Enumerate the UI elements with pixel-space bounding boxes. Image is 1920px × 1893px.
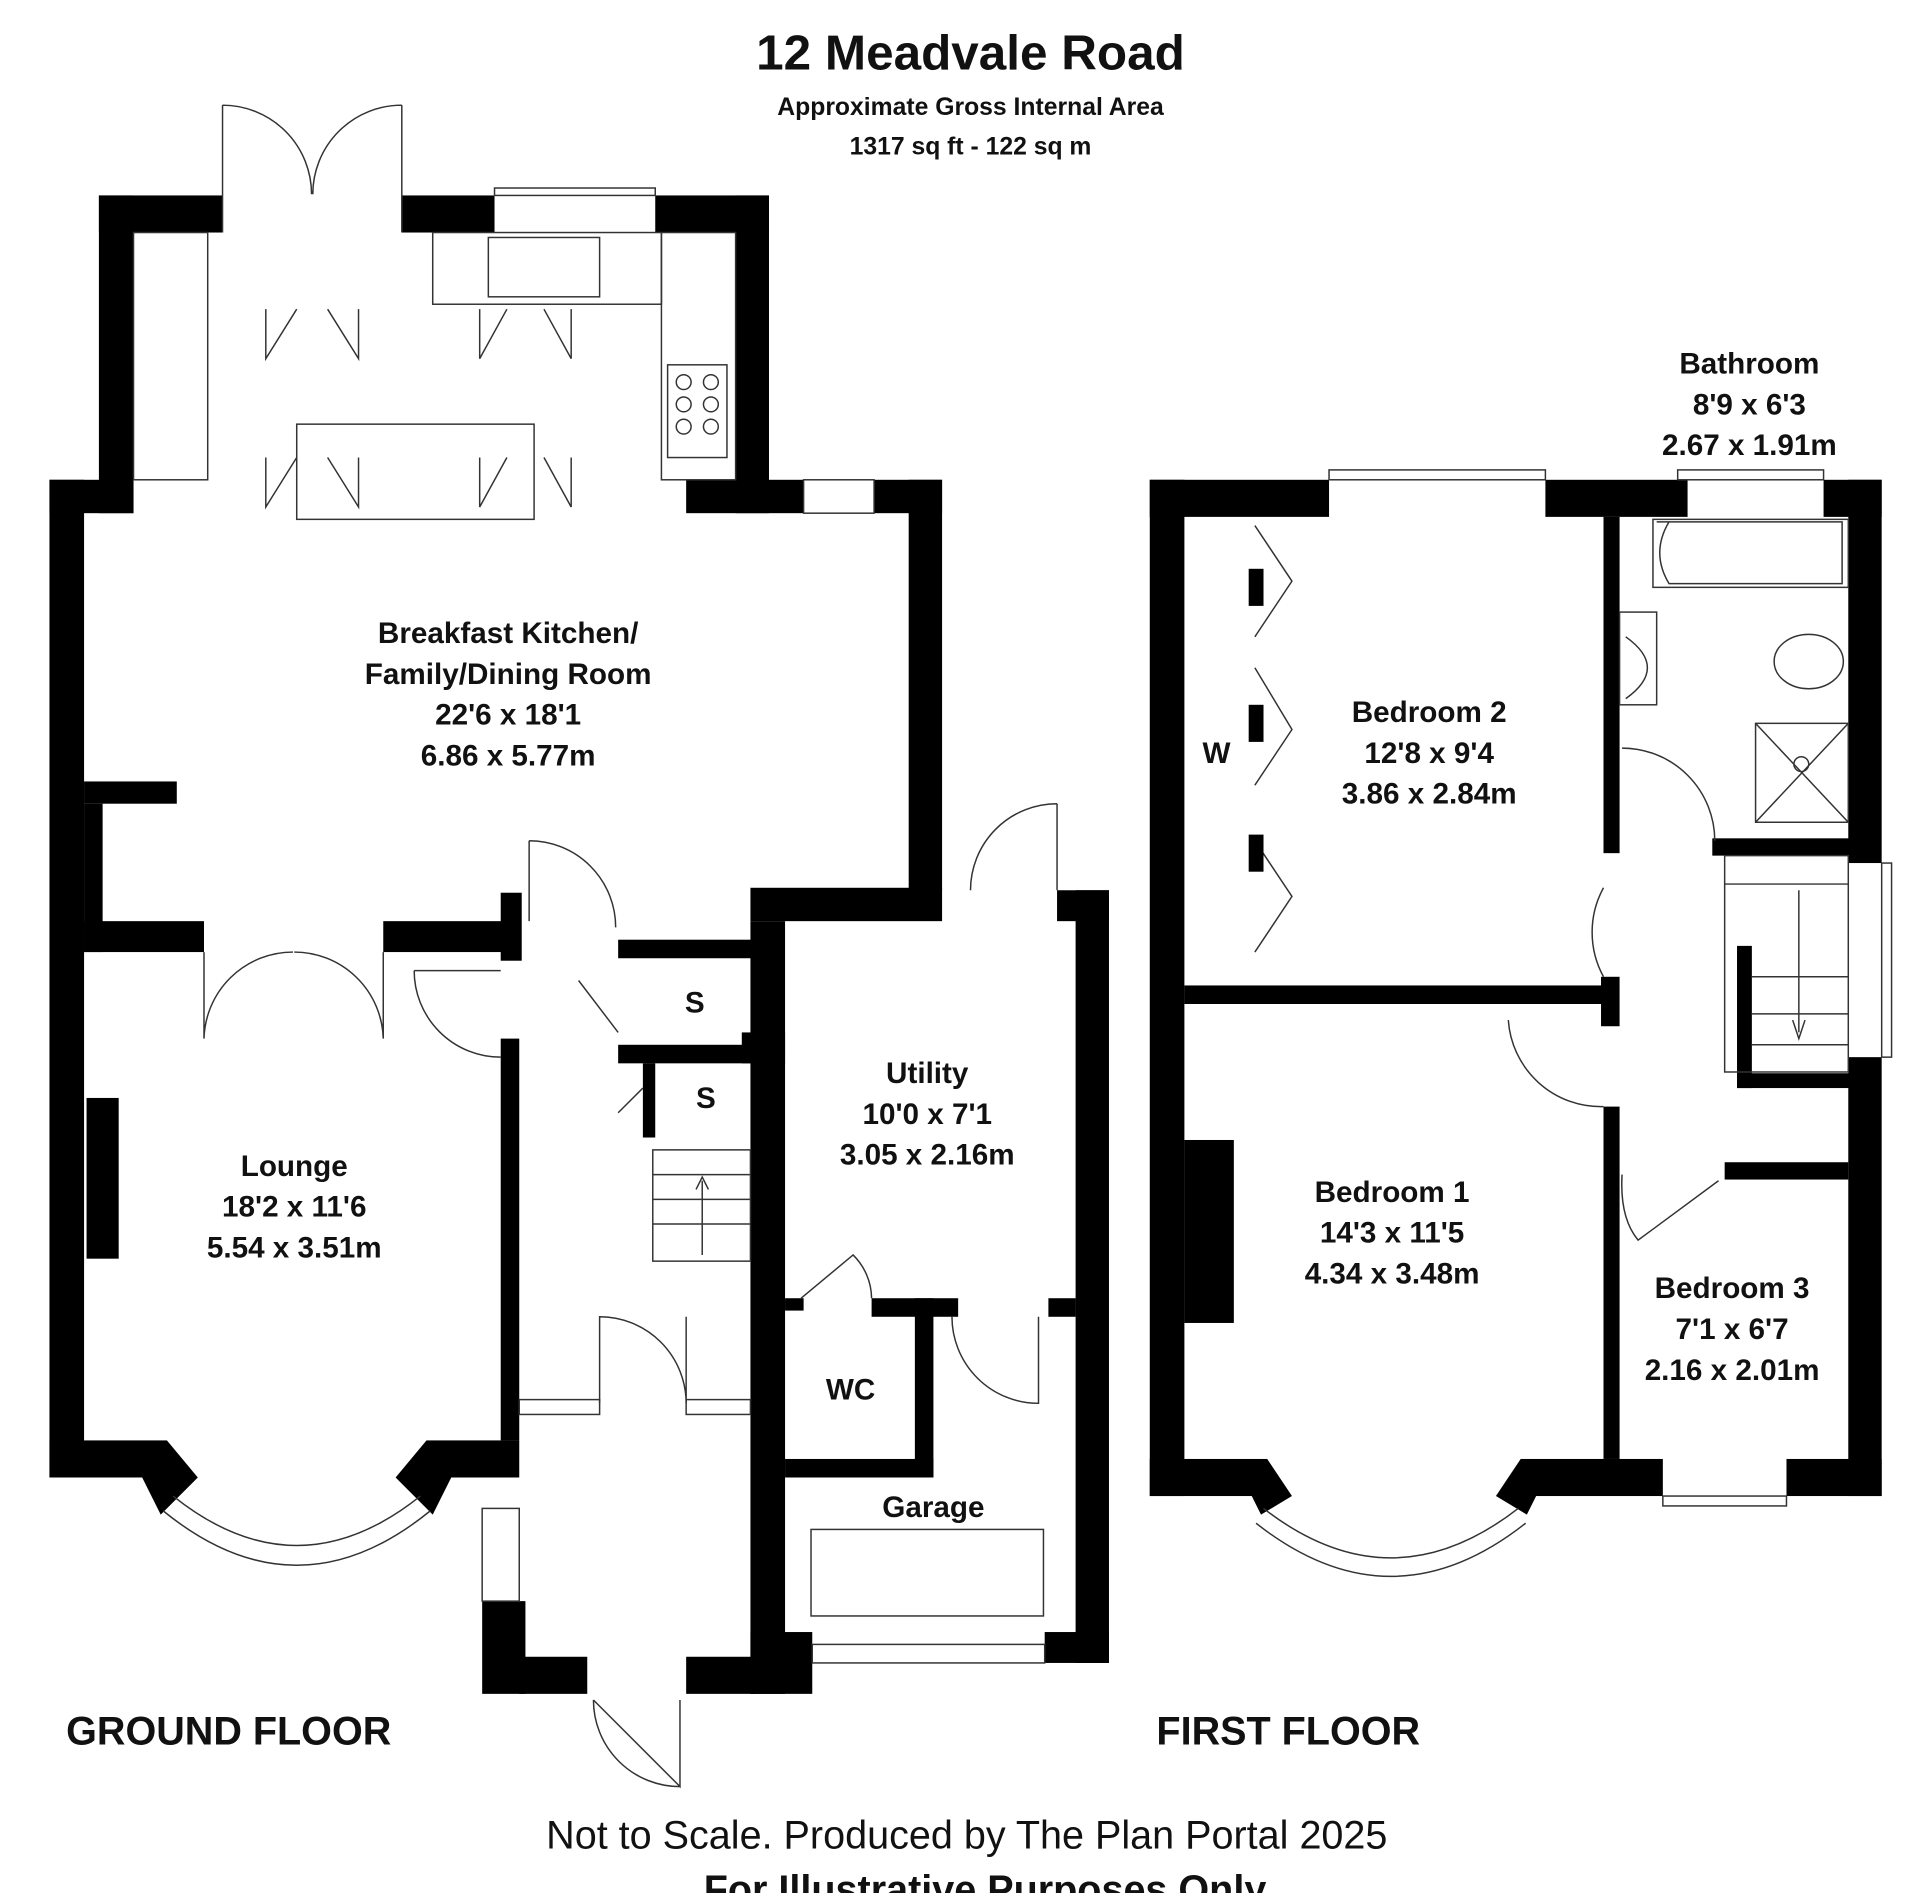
area-subtitle: Approximate Gross Internal Area bbox=[777, 94, 1164, 121]
kitchen-name-2: Family/Dining Room bbox=[365, 658, 652, 691]
ground-floor-label: GROUND FLOOR bbox=[66, 1710, 391, 1754]
garage-label: Garage bbox=[882, 1491, 984, 1524]
bathroom-imperial: 8'9 x 6'3 bbox=[1693, 388, 1806, 421]
lounge-name: Lounge bbox=[241, 1150, 348, 1183]
footer: Not to Scale. Produced by The Plan Porta… bbox=[546, 1813, 1387, 1893]
kitchen-imperial: 22'6 x 18'1 bbox=[435, 699, 581, 732]
area-value: 1317 sq ft - 122 sq m bbox=[850, 134, 1092, 161]
property-title: 12 Meadvale Road bbox=[756, 25, 1185, 80]
bedroom2-name: Bedroom 2 bbox=[1352, 696, 1507, 729]
bedroom3-imperial: 7'1 x 6'7 bbox=[1676, 1313, 1789, 1346]
ground-floor-walls bbox=[49, 104, 1109, 1789]
lounge-imperial: 18'2 x 11'6 bbox=[222, 1191, 366, 1224]
bathroom-name: Bathroom bbox=[1679, 347, 1819, 380]
wardrobe-label: W bbox=[1203, 737, 1231, 770]
bedroom1-name: Bedroom 1 bbox=[1315, 1176, 1470, 1209]
bedroom2-metric: 3.86 x 2.84m bbox=[1342, 778, 1517, 811]
footer-disclaimer: Not to Scale. Produced by The Plan Porta… bbox=[546, 1813, 1387, 1857]
utility-name: Utility bbox=[886, 1057, 969, 1090]
store-label-1: S bbox=[685, 987, 705, 1020]
bedroom2-imperial: 12'8 x 9'4 bbox=[1364, 737, 1494, 770]
bathroom-metric: 2.67 x 1.91m bbox=[1662, 429, 1837, 462]
bedroom1-imperial: 14'3 x 11'5 bbox=[1320, 1217, 1464, 1250]
ground-floor-labels: Breakfast Kitchen/ Family/Dining Room 22… bbox=[66, 617, 1014, 1754]
first-floor-label: FIRST FLOOR bbox=[1156, 1710, 1420, 1754]
wc-label: WC bbox=[826, 1374, 875, 1407]
footer-illustrative: For Illustrative Purposes Only. bbox=[704, 1868, 1275, 1893]
bedroom3-metric: 2.16 x 2.01m bbox=[1645, 1354, 1820, 1387]
store-label-2: S bbox=[696, 1082, 716, 1115]
utility-imperial: 10'0 x 7'1 bbox=[862, 1098, 992, 1131]
header: 12 Meadvale Road Approximate Gross Inter… bbox=[756, 25, 1185, 160]
bedroom3-name: Bedroom 3 bbox=[1655, 1272, 1810, 1305]
kitchen-metric: 6.86 x 5.77m bbox=[421, 739, 596, 772]
utility-metric: 3.05 x 2.16m bbox=[840, 1139, 1015, 1172]
first-floor-labels: Bedroom 2 12'8 x 9'4 3.86 x 2.84m W Bath… bbox=[1156, 347, 1836, 1753]
first-floor-walls bbox=[1149, 469, 1893, 1578]
bedroom1-metric: 4.34 x 3.48m bbox=[1305, 1257, 1480, 1290]
kitchen-name-1: Breakfast Kitchen/ bbox=[378, 617, 638, 650]
lounge-metric: 5.54 x 3.51m bbox=[207, 1231, 382, 1264]
